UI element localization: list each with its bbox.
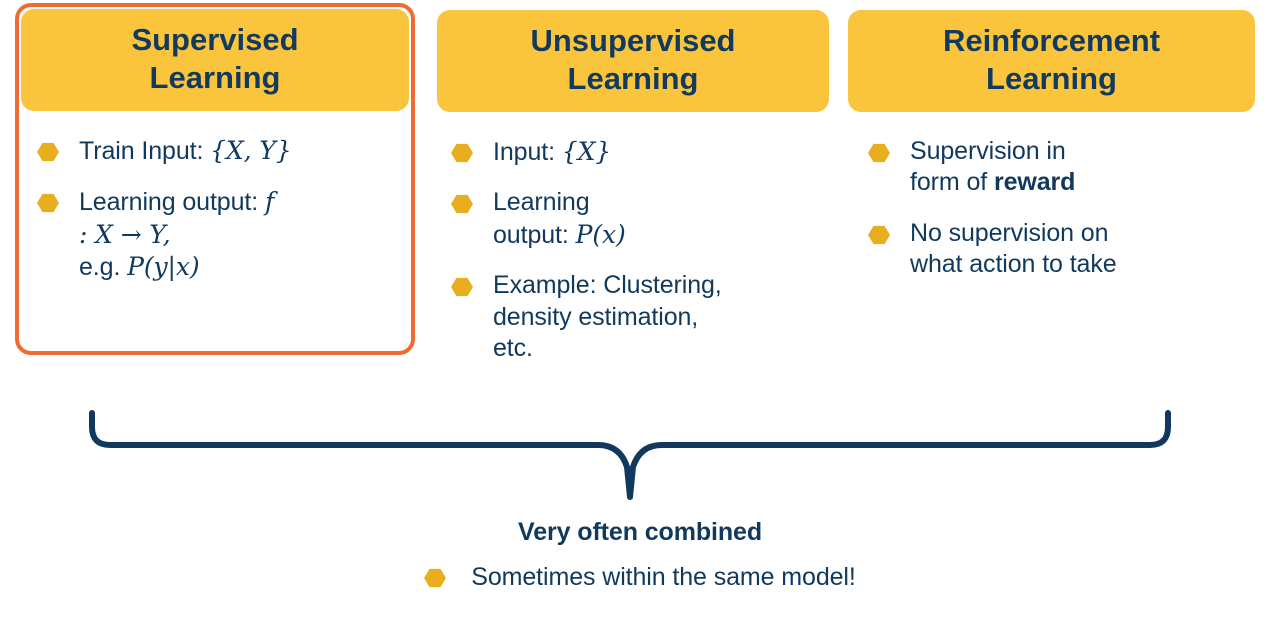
bullet-line2-prefix: form of (910, 168, 994, 197)
bullet-line2: density estimation, (493, 302, 699, 331)
column-supervised-learning: Supervised Learning Train Input: {X, Y} … (15, 0, 415, 355)
column-title-line1: Reinforcement (942, 23, 1161, 58)
column-title-line2: Learning (986, 60, 1117, 96)
bullet-line3: etc. (493, 334, 533, 363)
bullet-list-supervised: Train Input: {X, Y} Learning output: f : … (37, 135, 415, 284)
bullet-math-mapping: : X → Y, (79, 219, 171, 249)
bullet-label-line2: output: (493, 220, 576, 249)
bullet-text: Train Input: {X, Y} (79, 135, 292, 168)
bullet-line1: Supervision in (910, 136, 1066, 165)
bullet-math: {X} (561, 136, 612, 166)
column-title-reinforcement: Reinforcement Learning (848, 10, 1255, 112)
list-item: No supervision on what action to take (868, 218, 1255, 281)
list-item: Example: Clustering,density estimation, e… (451, 270, 829, 365)
bullet-math-prob: P(y|x) (127, 252, 200, 282)
hexagon-bullet-icon (868, 142, 890, 164)
curly-brace-connector (80, 405, 1180, 505)
bullet-text: Supervision in form of reward (910, 136, 1075, 199)
bullet-label-line1: Learning (493, 188, 590, 217)
bullet-text: Learning output: P(x) (493, 187, 626, 251)
list-item: Learning output: P(x) (451, 187, 829, 251)
hexagon-bullet-icon (37, 141, 59, 163)
footer-section: Very often combined Sometimes within the… (0, 518, 1280, 594)
bullet-label-eg: e.g. (79, 253, 128, 282)
column-title-supervised: Supervised Learning (21, 9, 409, 111)
footer-bullet-text: Sometimes within the same model! (471, 563, 856, 591)
list-item: Learning output: f : X → Y, e.g. P(y|x) (37, 186, 415, 284)
column-unsupervised-learning: Unsupervised Learning Input: {X} Learnin… (437, 0, 829, 384)
bullet-text: Input: {X} (493, 136, 611, 169)
bullet-list-unsupervised: Input: {X} Learning output: P(x) Example:… (451, 136, 829, 365)
bullet-list-reinforcement: Supervision in form of reward No supervis… (868, 136, 1255, 281)
bullet-line2-emphasis: reward (993, 168, 1076, 197)
hexagon-bullet-icon (451, 142, 473, 164)
bullet-math: {X, Y} (210, 135, 292, 165)
bullet-math: P(x) (575, 219, 626, 249)
bullet-text: Learning output: f : X → Y, e.g. P(y|x) (79, 186, 274, 284)
footer-bullet-row: Sometimes within the same model! (424, 563, 856, 592)
hexagon-bullet-icon (451, 193, 473, 215)
footer-title: Very often combined (518, 518, 762, 546)
list-item: Input: {X} (451, 136, 829, 169)
hexagon-bullet-icon (424, 567, 447, 589)
hexagon-bullet-icon (451, 276, 473, 298)
bullet-line2: what action to take (910, 250, 1117, 279)
bullet-label: Input: (493, 137, 562, 166)
bullet-math-f: f (264, 187, 275, 217)
bullet-line1: No supervision on (910, 218, 1109, 247)
column-title-line2: Learning (567, 60, 699, 96)
bullet-label: Train Input: (79, 136, 211, 165)
column-title-line1: Unsupervised (530, 23, 736, 58)
column-title-line1: Supervised (131, 22, 299, 57)
bullet-line1: Example: Clustering, (493, 271, 722, 300)
bullet-label: Learning output: (79, 188, 265, 217)
bullet-text: Example: Clustering,density estimation, e… (493, 270, 722, 365)
list-item: Supervision in form of reward (868, 136, 1255, 199)
hexagon-bullet-icon (37, 192, 59, 214)
bullet-text: No supervision on what action to take (910, 218, 1117, 281)
column-title-unsupervised: Unsupervised Learning (437, 10, 829, 112)
list-item: Train Input: {X, Y} (37, 135, 415, 168)
hexagon-bullet-icon (868, 224, 890, 246)
column-reinforcement-learning: Reinforcement Learning Supervision in for… (848, 0, 1255, 300)
column-title-line2: Learning (149, 59, 281, 95)
